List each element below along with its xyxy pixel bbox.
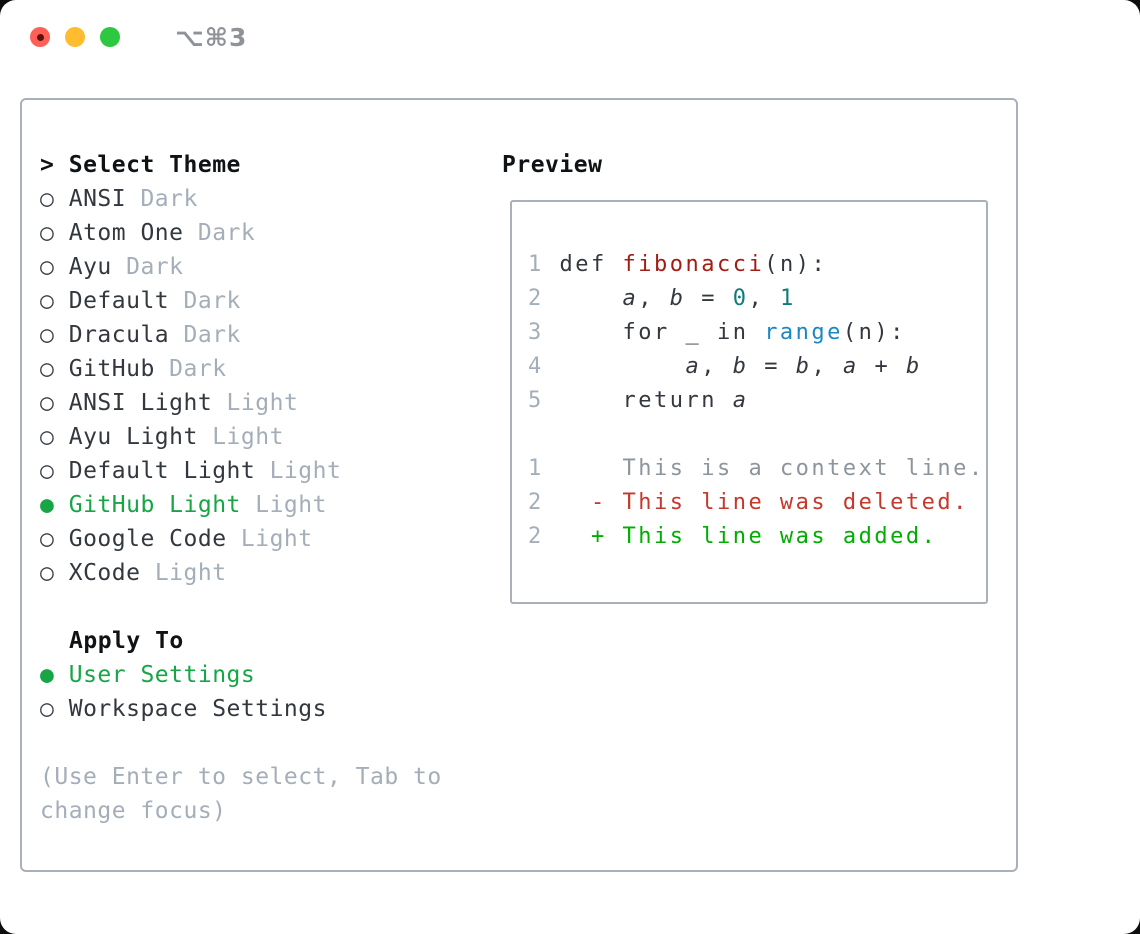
option-label: Dracula bbox=[68, 322, 170, 348]
radio-selected-icon: ● bbox=[40, 492, 55, 518]
theme-variant-label: Light bbox=[240, 492, 327, 518]
radio-icon: ○ bbox=[40, 526, 55, 552]
radio-icon: ○ bbox=[40, 186, 55, 212]
apply-to-heading: Apply To bbox=[69, 628, 184, 654]
theme-column: > Select Theme ○ ANSI Dark○ Atom One Dar… bbox=[40, 148, 502, 870]
option-label: Ayu bbox=[68, 254, 112, 280]
code-line: 2 - This line was deleted. bbox=[528, 490, 969, 515]
titlebar: ⌥⌘3 bbox=[0, 0, 1140, 52]
code-line bbox=[528, 418, 986, 452]
code-line: 5 return a bbox=[528, 388, 749, 413]
preview-heading: Preview bbox=[502, 152, 603, 178]
option-label: Workspace Settings bbox=[68, 696, 327, 722]
code-line: 3 for _ in range(n): bbox=[528, 320, 906, 345]
help-text: (Use Enter to select, Tab to change focu… bbox=[40, 764, 442, 824]
theme-option[interactable]: ○ XCode Light bbox=[40, 556, 502, 590]
code-line: 4 a, b = b, a + b bbox=[528, 354, 922, 379]
code-line: 1 This is a context line. bbox=[528, 456, 985, 481]
theme-option[interactable]: ○ GitHub Dark bbox=[40, 352, 502, 386]
theme-variant-label: Dark bbox=[169, 322, 241, 348]
radio-icon: ○ bbox=[40, 560, 55, 586]
window-shortcut-hint: ⌥⌘3 bbox=[175, 22, 248, 52]
select-theme-heading: > Select Theme bbox=[40, 148, 502, 182]
preview-box: 1 def fibonacci(n): 2 a, b = 0, 1 3 for _ … bbox=[510, 200, 988, 604]
theme-option[interactable]: ○ ANSI Dark bbox=[40, 182, 502, 216]
theme-option[interactable]: ○ Dracula Dark bbox=[40, 318, 502, 352]
option-label: Atom One bbox=[68, 220, 184, 246]
apply-to-section: Apply To ● User Settings○ Workspace Sett… bbox=[40, 624, 502, 726]
select-theme-title: Select Theme bbox=[68, 152, 241, 178]
theme-option[interactable]: ○ Default Dark bbox=[40, 284, 502, 318]
theme-option[interactable]: ○ Google Code Light bbox=[40, 522, 502, 556]
theme-variant-label: Light bbox=[226, 526, 313, 552]
theme-variant-label: Dark bbox=[111, 254, 184, 280]
option-label: XCode bbox=[68, 560, 141, 586]
theme-variant-label: Light bbox=[140, 560, 227, 586]
theme-option[interactable]: ○ ANSI Light Light bbox=[40, 386, 502, 420]
code-line: 2 + This line was added. bbox=[528, 524, 938, 549]
option-label: GitHub Light bbox=[68, 492, 241, 518]
minimize-button[interactable] bbox=[65, 27, 85, 47]
theme-variant-label: Dark bbox=[169, 288, 241, 314]
option-label: Google Code bbox=[68, 526, 227, 552]
radio-icon: ○ bbox=[40, 424, 55, 450]
theme-picker-panel: > Select Theme ○ ANSI Dark○ Atom One Dar… bbox=[20, 98, 1018, 872]
theme-variant-label: Dark bbox=[154, 356, 227, 382]
theme-variant-label: Light bbox=[197, 424, 284, 450]
prompt-icon: > bbox=[40, 152, 55, 178]
apply-to-list: ● User Settings○ Workspace Settings bbox=[40, 658, 502, 726]
traffic-lights bbox=[30, 27, 135, 47]
close-button[interactable] bbox=[30, 27, 50, 47]
unsaved-dot bbox=[36, 33, 44, 41]
theme-variant-label: Dark bbox=[126, 186, 198, 212]
radio-icon: ○ bbox=[40, 696, 55, 722]
theme-variant-label: Light bbox=[212, 390, 299, 416]
apply-to-option[interactable]: ● User Settings bbox=[40, 658, 502, 692]
theme-variant-label: Dark bbox=[183, 220, 256, 246]
zoom-button[interactable] bbox=[100, 27, 120, 47]
preview-column: Preview 1 def fibonacci(n): 2 a, b = 0, 1… bbox=[502, 148, 1016, 870]
radio-icon: ○ bbox=[40, 220, 55, 246]
option-label: Ayu Light bbox=[68, 424, 198, 450]
theme-variant-label: Light bbox=[255, 458, 342, 484]
radio-icon: ○ bbox=[40, 288, 55, 314]
radio-icon: ○ bbox=[40, 458, 55, 484]
theme-option[interactable]: ○ Atom One Dark bbox=[40, 216, 502, 250]
code-line: 2 a, b = 0, 1 bbox=[528, 286, 796, 311]
theme-option[interactable]: ○ Ayu Light Light bbox=[40, 420, 502, 454]
theme-list: ○ ANSI Dark○ Atom One Dark○ Ayu Dark○ De… bbox=[40, 182, 502, 590]
radio-icon: ○ bbox=[40, 390, 55, 416]
radio-icon: ○ bbox=[40, 356, 55, 382]
option-label: GitHub bbox=[68, 356, 155, 382]
radio-icon: ○ bbox=[40, 254, 55, 280]
option-label: Default bbox=[68, 288, 170, 314]
code-line: 1 def fibonacci(n): bbox=[528, 252, 828, 277]
option-label: ANSI bbox=[68, 186, 127, 212]
theme-option[interactable]: ○ Ayu Dark bbox=[40, 250, 502, 284]
radio-icon: ○ bbox=[40, 322, 55, 348]
theme-option[interactable]: ○ Default Light Light bbox=[40, 454, 502, 488]
radio-selected-icon: ● bbox=[40, 662, 55, 688]
option-label: ANSI Light bbox=[68, 390, 213, 416]
option-label: Default Light bbox=[68, 458, 256, 484]
theme-option[interactable]: ● GitHub Light Light bbox=[40, 488, 502, 522]
apply-to-option[interactable]: ○ Workspace Settings bbox=[40, 692, 502, 726]
option-label: User Settings bbox=[68, 662, 256, 688]
